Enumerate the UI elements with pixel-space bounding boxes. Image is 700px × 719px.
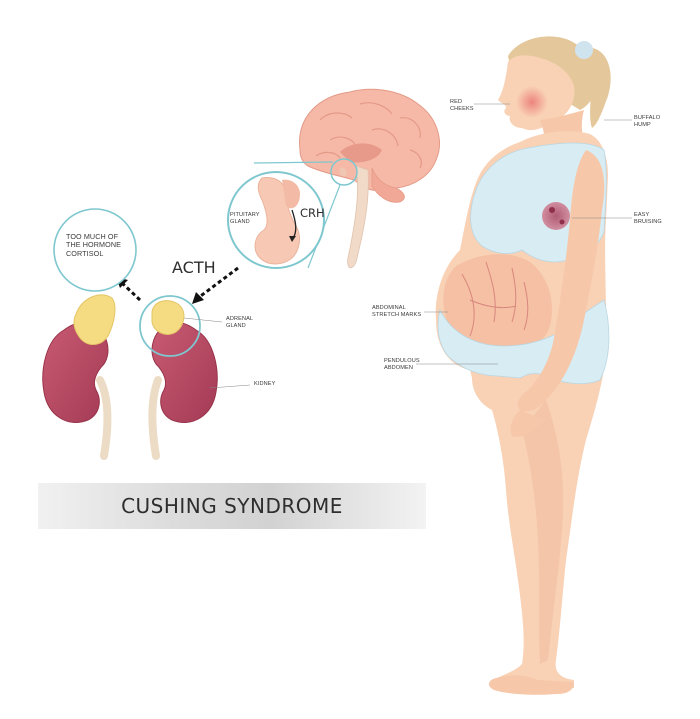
- left-kidney: [42, 294, 116, 460]
- adrenal-zoom-circle: [139, 295, 201, 357]
- pituitary-label: PITUITARY GLAND: [230, 212, 260, 225]
- buffalo-hump-label: BUFFALO HUMP: [634, 115, 661, 128]
- easy-bruising-label: EASY BRUISING: [634, 212, 662, 225]
- stretch-marks-label: ABDOMINAL STRETCH MARKS: [372, 305, 422, 318]
- adrenal-leader: [183, 317, 223, 323]
- cortisol-label: TOO MUCH OF THE HORMONE CORTISOL: [66, 232, 122, 258]
- woman-figure: [435, 36, 611, 695]
- right-kidney: [139, 295, 218, 460]
- symptom-leaders: [416, 103, 632, 365]
- pendulous-abdomen-label: PENDULOUS ABDOMEN: [384, 358, 420, 371]
- pituitary-zoom-circle: [227, 171, 325, 269]
- crh-label: CRH: [300, 206, 325, 220]
- adrenal-label: ADRENAL GLAND: [226, 316, 254, 329]
- kidney-leader: [209, 384, 251, 389]
- kidney-label: KIDNEY: [254, 381, 276, 387]
- red-cheeks-label: RED CHEEKS: [450, 99, 474, 112]
- zoom-line-top: [253, 161, 334, 164]
- cortisol-circle: [53, 208, 137, 292]
- title-banner: CUSHING SYNDROME: [38, 483, 426, 529]
- brain-illustration: [299, 88, 440, 269]
- acth-arrow: [192, 266, 239, 304]
- page-title: CUSHING SYNDROME: [121, 494, 343, 518]
- acth-label: ACTH: [172, 258, 216, 277]
